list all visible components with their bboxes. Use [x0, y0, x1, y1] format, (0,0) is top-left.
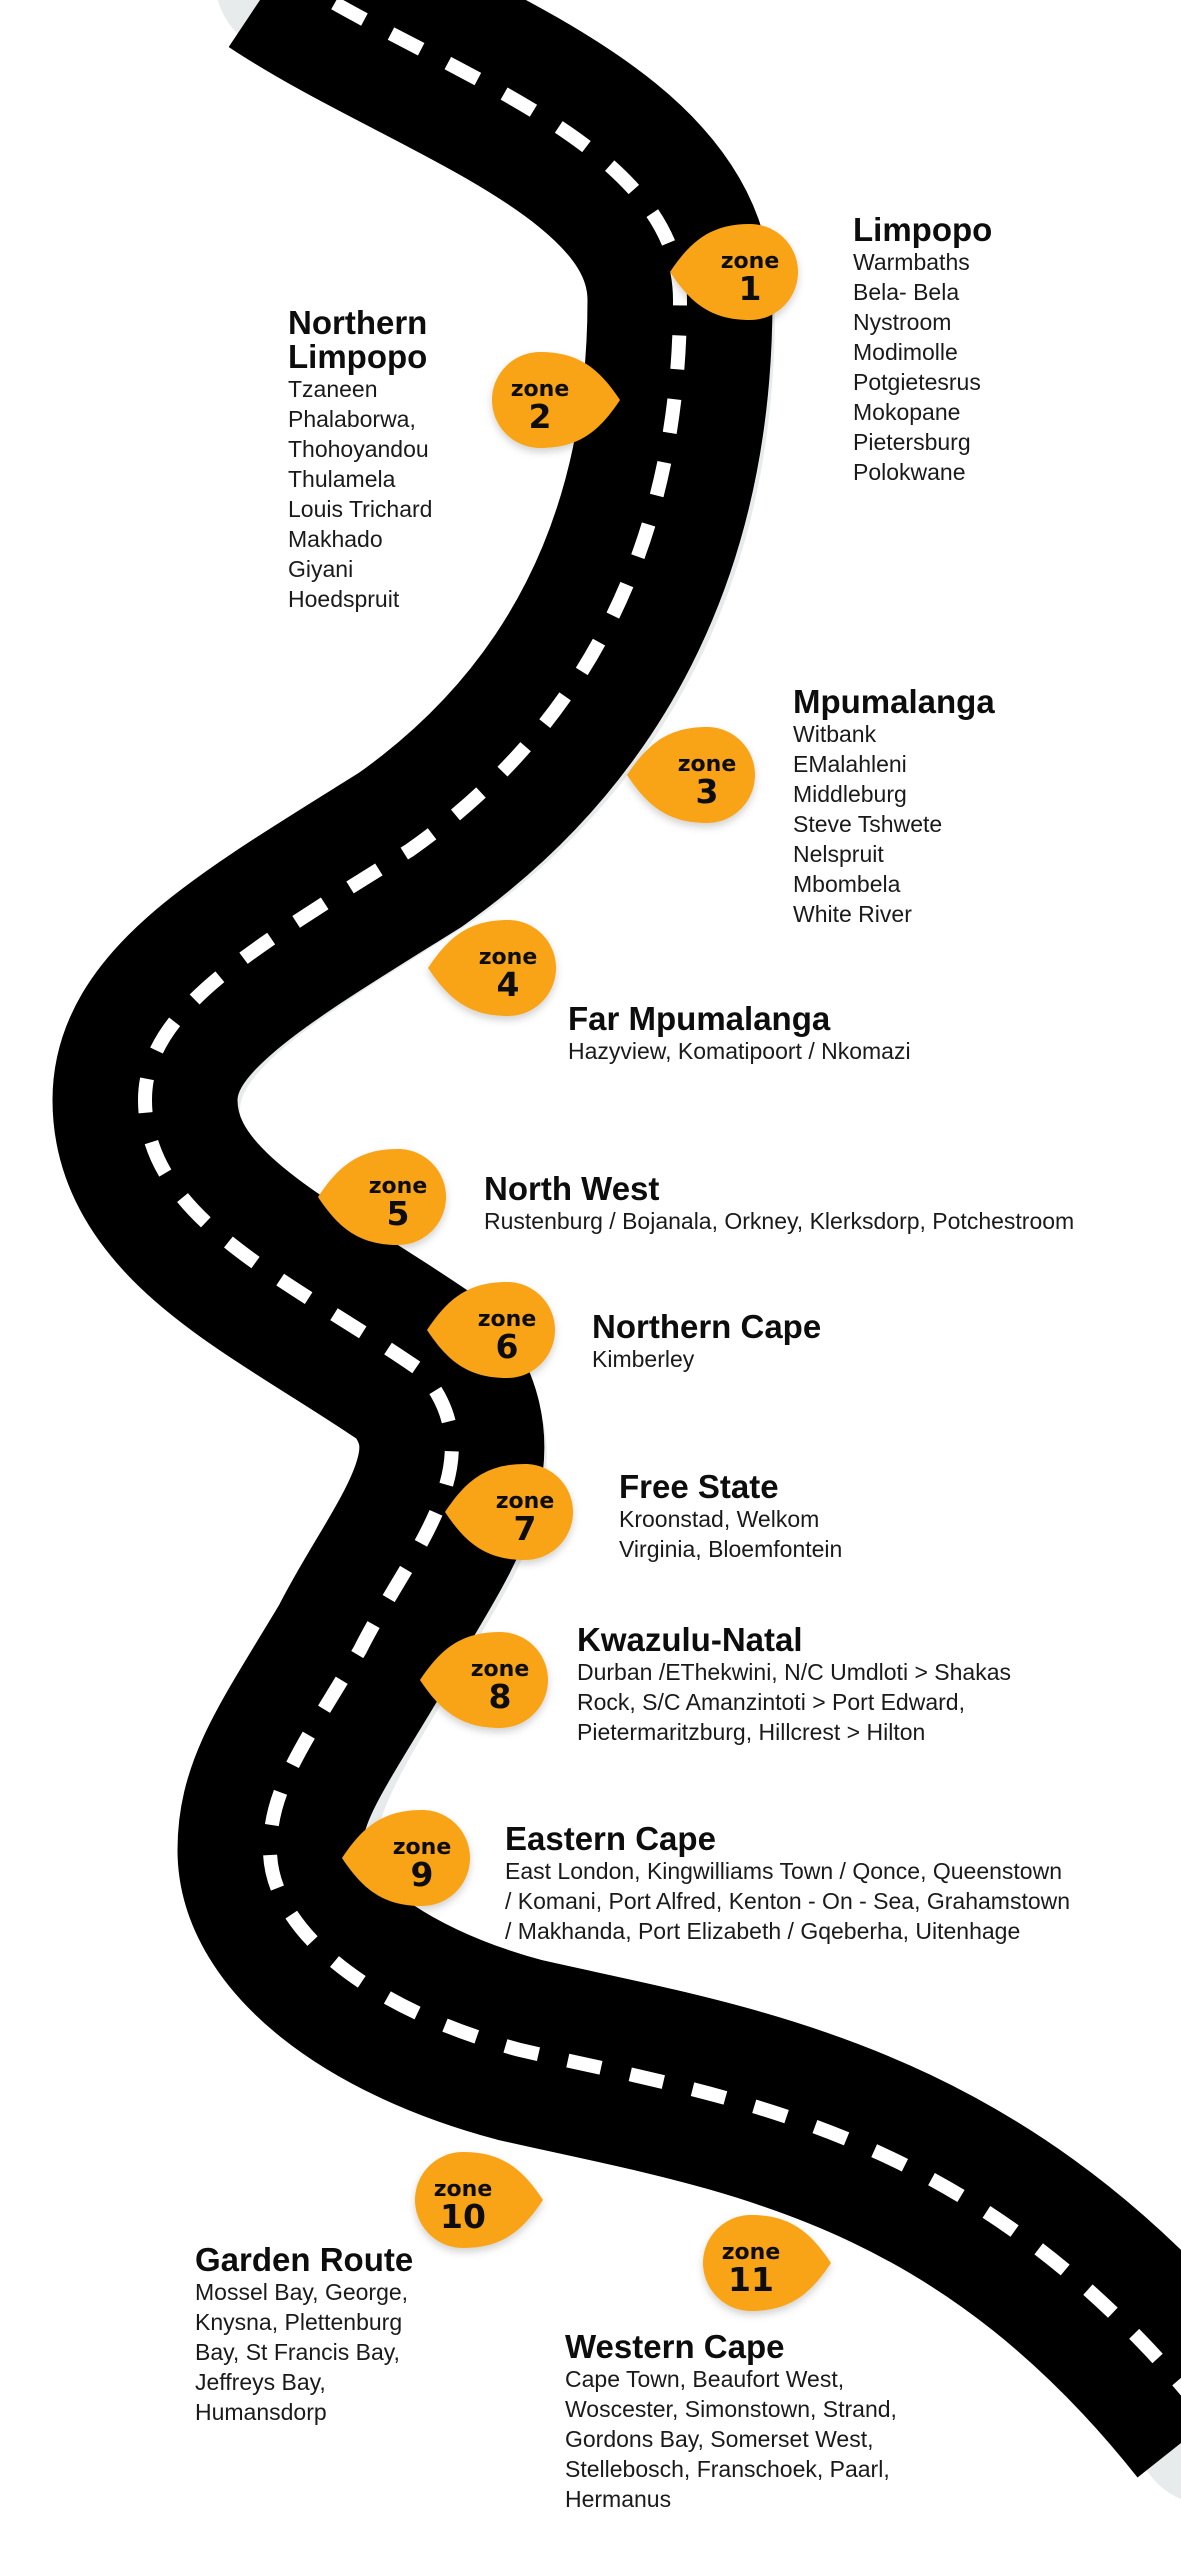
marker-pin: [415, 2152, 543, 2248]
zone-towns: Rustenburg / Bojanala, Orkney, Klerksdor…: [484, 1208, 1075, 1234]
zone-block-4: Far Mpumalanga Hazyview, Komatipoort / N…: [568, 1002, 911, 1066]
marker-zone-number: 2: [529, 397, 552, 436]
marker-zone-number: 8: [489, 1677, 512, 1716]
zone-name: Limpopo: [853, 211, 993, 248]
marker-zone-label: zone: [471, 1657, 530, 1682]
marker-zone-number: 6: [496, 1327, 519, 1366]
marker-pin: [627, 727, 755, 823]
marker-zone-label: zone: [496, 1489, 555, 1514]
marker-pin: [670, 224, 798, 320]
zone-block-10: Garden Route Mossel Bay, George, Knysna,…: [195, 2243, 413, 2427]
zone-towns: Warmbaths Bela- Bela Nystroom Modimolle …: [853, 249, 981, 485]
zone-name: Eastern Cape: [505, 1820, 716, 1857]
zone-name: Northern Cape: [592, 1308, 822, 1345]
marker-pin: [445, 1464, 573, 1560]
marker-zone-number: 3: [696, 772, 719, 811]
marker-zone-label: zone: [722, 2240, 781, 2265]
marker-zone-number: 11: [728, 2260, 774, 2299]
zone-block-1: Limpopo Warmbaths Bela- Bela Nystroom Mo…: [853, 213, 992, 487]
zone-block-3: Mpumalanga Witbank EMalahleni Middleburg…: [793, 685, 995, 929]
marker-pin: [427, 1282, 555, 1378]
marker-zone-number: 9: [411, 1855, 434, 1894]
zone-towns: Kroonstad, Welkom Virginia, Bloemfontein: [619, 1506, 843, 1562]
marker-zone-number: 5: [387, 1194, 410, 1233]
marker-zone-number: 1: [739, 269, 762, 308]
zone-block-11: Western Cape Cape Town, Beaufort West, W…: [565, 2330, 897, 2514]
zone-name: Free State: [619, 1468, 779, 1505]
marker-zone-number: 7: [514, 1509, 537, 1548]
zone-name: Far Mpumalanga: [568, 1000, 831, 1037]
zone-towns: Witbank EMalahleni Middleburg Steve Tshw…: [793, 721, 943, 927]
marker-pin: [428, 920, 556, 1016]
marker-zone-label: zone: [393, 1835, 452, 1860]
marker-zone-number: 4: [497, 965, 520, 1004]
zone-name: Garden Route: [195, 2241, 414, 2278]
zone-name: Western Cape: [565, 2328, 785, 2365]
marker-zone-label: zone: [511, 377, 570, 402]
zone-towns: Kimberley: [592, 1346, 695, 1372]
marker-pin: [703, 2215, 831, 2311]
zone-block-2: Northern Limpopo Tzaneen Phalaborwa, Tho…: [288, 306, 432, 614]
marker-zone-number: 10: [440, 2197, 486, 2236]
marker-zone-label: zone: [721, 249, 780, 274]
marker-zone-label: zone: [369, 1174, 428, 1199]
zone-towns: Durban /EThekwini, N/C Umdloti > Shakas …: [577, 1659, 1011, 1745]
zone-block-8: Kwazulu-Natal Durban /EThekwini, N/C Umd…: [577, 1623, 1011, 1747]
zone-block-9: Eastern Cape East London, Kingwilliams T…: [505, 1822, 1070, 1946]
marker-pin: [318, 1149, 446, 1245]
marker-pin: [342, 1810, 470, 1906]
zone-block-7: Free State Kroonstad, Welkom Virginia, B…: [619, 1470, 842, 1564]
zone-name: North West: [484, 1170, 660, 1207]
zone-block-5: North West Rustenburg / Bojanala, Orkney…: [484, 1172, 1074, 1236]
zone-towns: Cape Town, Beaufort West, Woscester, Sim…: [565, 2366, 897, 2512]
marker-zone-label: zone: [479, 945, 538, 970]
zone-towns: Mossel Bay, George, Knysna, Plettenburg …: [195, 2279, 409, 2425]
zone-towns: East London, Kingwilliams Town / Qonce, …: [505, 1858, 1071, 1944]
marker-zone-label: zone: [434, 2177, 493, 2202]
zone-markers: zone1zone2zone3zone4zone5zone6zone7zone8…: [318, 224, 831, 2311]
zone-block-6: Northern Cape Kimberley: [592, 1310, 821, 1374]
marker-pin: [420, 1632, 548, 1728]
marker-zone-label: zone: [478, 1307, 537, 1332]
zone-name: Mpumalanga: [793, 683, 995, 720]
zone-towns: Tzaneen Phalaborwa, Thohoyandou Thulamel…: [288, 376, 433, 612]
zone-name: Kwazulu-Natal: [577, 1621, 803, 1658]
marker-zone-label: zone: [678, 752, 737, 777]
marker-pin: [492, 352, 620, 448]
zone-towns: Hazyview, Komatipoort / Nkomazi: [568, 1038, 911, 1064]
zone-name: Northern Limpopo: [288, 304, 428, 375]
lane-divider: [137, 0, 1181, 2396]
